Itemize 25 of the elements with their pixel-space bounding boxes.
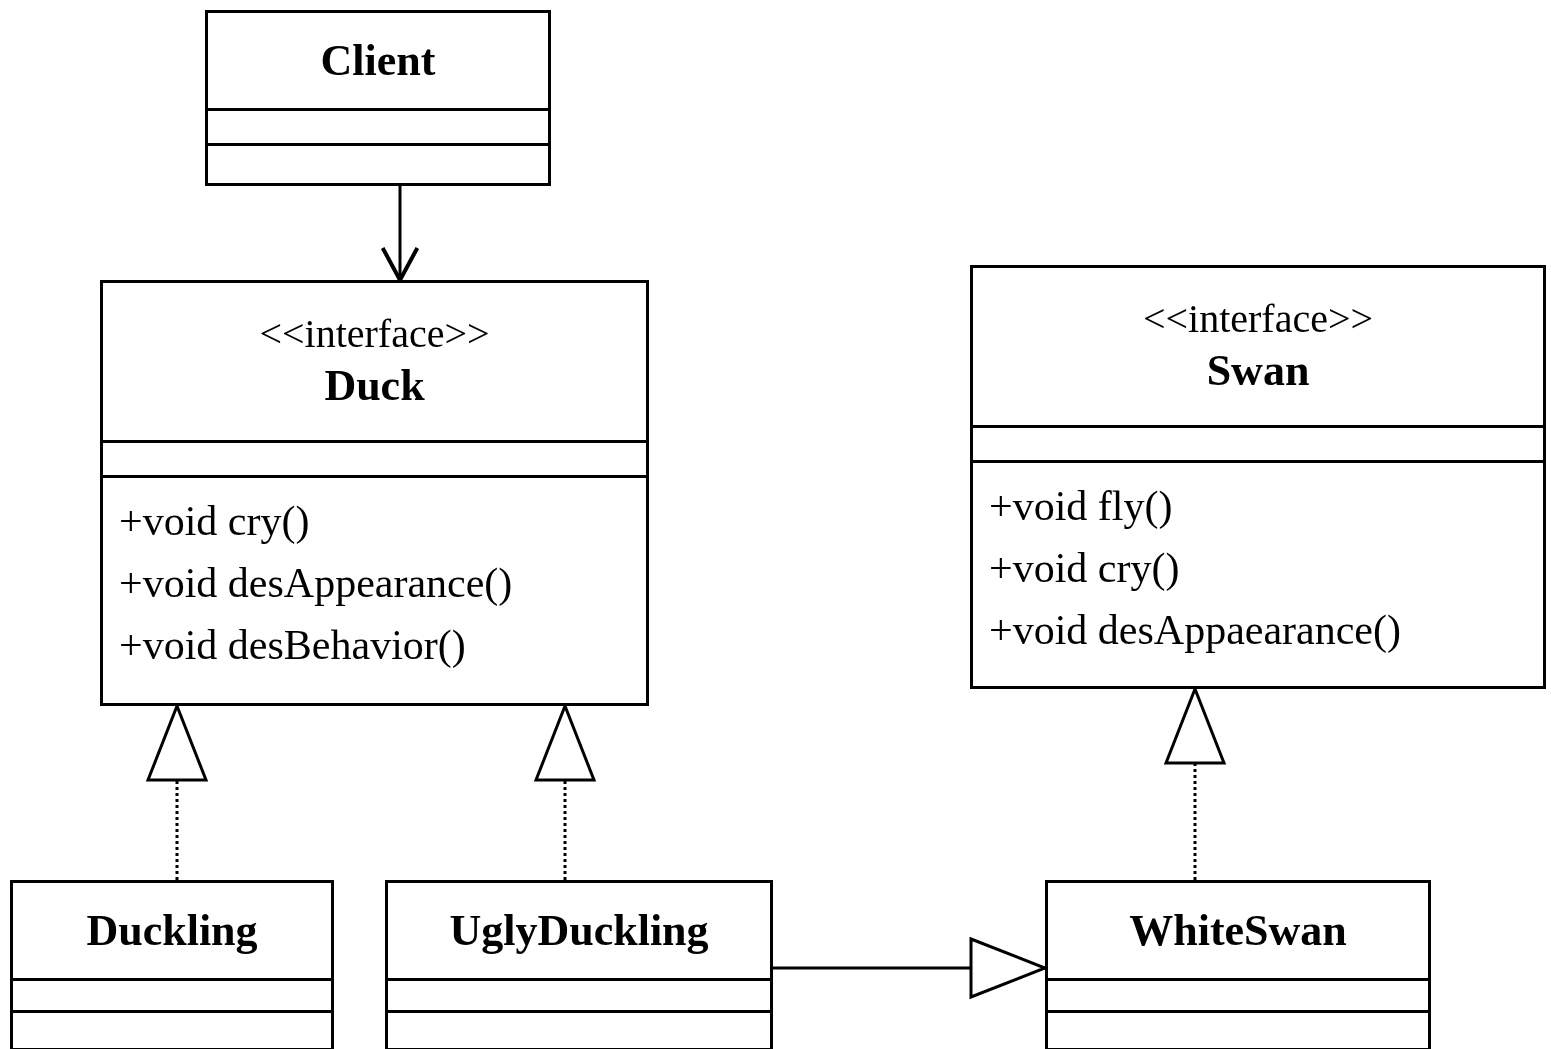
stereotype: <<interface>> bbox=[259, 309, 490, 358]
method-signature: +void desBehavior() bbox=[119, 621, 466, 670]
class-name: Duckling bbox=[86, 904, 258, 957]
method-signature: +void fly() bbox=[989, 482, 1173, 531]
class-name: Swan bbox=[1206, 344, 1310, 397]
realization-arrow bbox=[534, 704, 596, 880]
class-box bbox=[1045, 880, 1431, 1049]
class-name: Client bbox=[320, 34, 436, 87]
association-arrow bbox=[380, 186, 420, 282]
class-box bbox=[205, 10, 551, 186]
class-name: Duck bbox=[324, 359, 425, 412]
class-box bbox=[385, 880, 773, 1049]
realization-arrow bbox=[146, 704, 208, 880]
class-box bbox=[10, 880, 334, 1049]
class-name: WhiteSwan bbox=[1129, 904, 1347, 957]
class-name: UglyDuckling bbox=[449, 904, 709, 957]
generalization-arrow bbox=[773, 937, 1047, 999]
class-box bbox=[100, 280, 649, 706]
method-signature: +void cry() bbox=[989, 544, 1180, 593]
realization-arrow bbox=[1164, 687, 1226, 880]
class-box bbox=[970, 265, 1546, 689]
stereotype: <<interface>> bbox=[1142, 294, 1374, 343]
method-signature: +void cry() bbox=[119, 497, 310, 546]
method-signature: +void desAppaearance() bbox=[989, 606, 1401, 655]
method-signature: +void desAppearance() bbox=[119, 559, 513, 608]
